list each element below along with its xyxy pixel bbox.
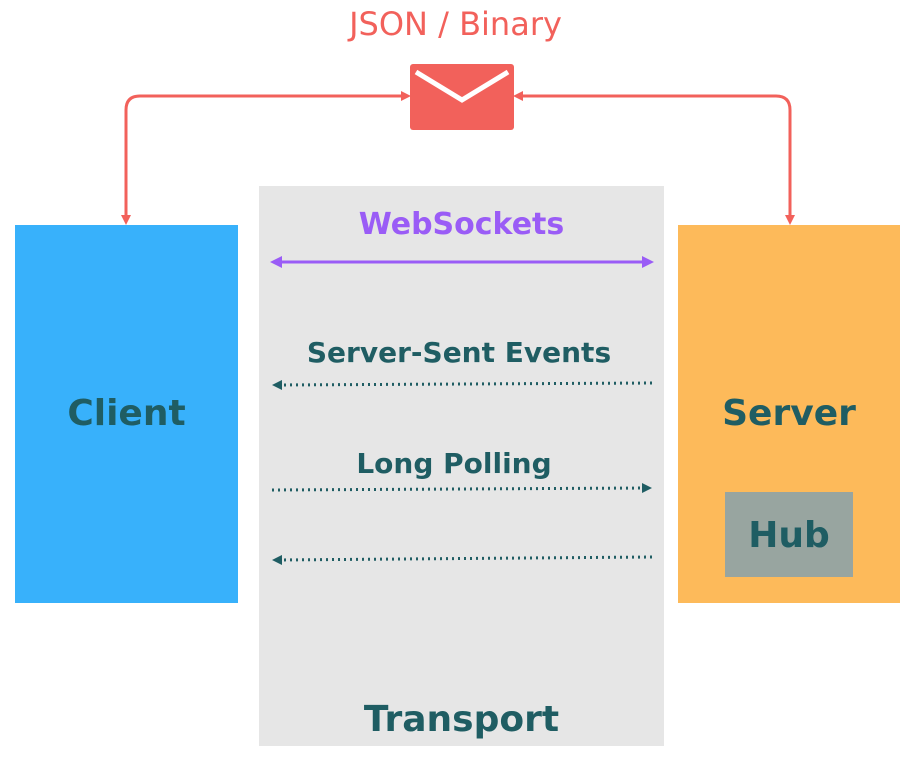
envelope-to-server-connector xyxy=(513,91,795,225)
long-polling-label: Long Polling xyxy=(356,447,552,480)
transport-panel xyxy=(259,186,664,746)
hub-box xyxy=(725,492,853,577)
server-sent-events-label: Server-Sent Events xyxy=(306,336,612,369)
envelope-icon xyxy=(410,64,514,130)
server-sent-events-arrow xyxy=(272,379,653,390)
client-box xyxy=(15,225,238,603)
envelope-to-client-connector xyxy=(121,91,411,225)
websockets-label: WebSockets xyxy=(358,207,565,242)
long-polling-response-arrow xyxy=(272,554,653,565)
client-label: Client xyxy=(67,393,186,434)
diagram-title: JSON / Binary xyxy=(349,5,562,43)
server-label: Server xyxy=(722,393,856,434)
transport-label: Transport xyxy=(363,699,560,740)
long-polling-request-arrow xyxy=(271,483,652,494)
hub-label: Hub xyxy=(748,515,830,556)
